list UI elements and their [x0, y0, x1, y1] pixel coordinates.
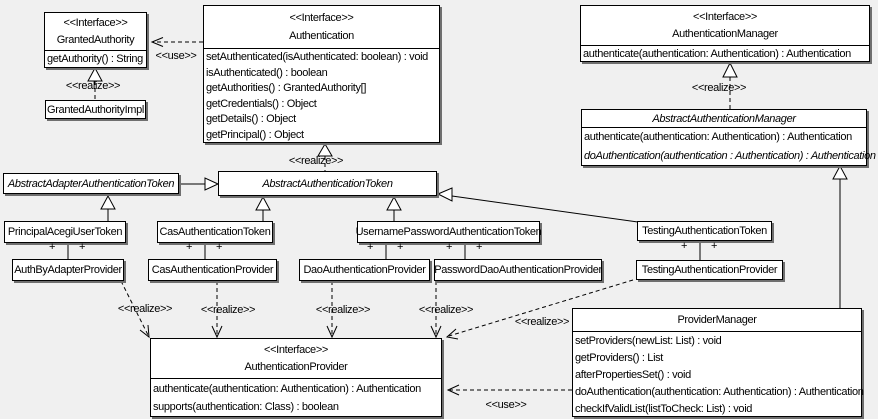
edge-inherit-usernamepasswordtoken: [386, 195, 402, 221]
multiplicity-plus: +: [215, 241, 223, 253]
class-box-authentication: <<Interface>> Authentication setAuthenti…: [203, 5, 440, 143]
edge-label-realize: <<realize>>: [65, 80, 121, 92]
class-box-cas-authentication-provider: CasAuthenticationProvider: [148, 259, 277, 281]
method: authenticate(authentication: Authenticat…: [583, 48, 851, 60]
method: authenticate(authentication: Authenticat…: [584, 131, 852, 143]
class-name: AuthByAdapterProvider: [14, 264, 122, 276]
class-name: CasAuthenticationToken: [159, 226, 271, 238]
edge-realize-grantedauthorityimpl: [87, 66, 103, 100]
class-name: DaoAuthenticationProvider: [303, 264, 426, 276]
stereotype-label: <<Interface>>: [264, 343, 328, 356]
edge-label-realize: <<realize>>: [418, 304, 474, 316]
stereotype-label: <<Interface>>: [289, 12, 354, 24]
method: getDetails() : Object: [206, 113, 296, 126]
method: checkIfValidList(listToCheck: List) : vo…: [575, 403, 753, 415]
multiplicity-plus: +: [710, 240, 718, 252]
edge-label-realize: <<realize>>: [117, 303, 173, 315]
edge-realize-daoauthenticationprovider: [326, 281, 338, 339]
class-box-auth-by-adapter-provider: AuthByAdapterProvider: [12, 259, 124, 281]
method: doAuthentication(authentication: Authent…: [575, 386, 864, 398]
class-box-principal-acegi-user-token: PrincipalAcegiUserToken: [4, 221, 126, 243]
class-name: ProviderManager: [677, 314, 757, 326]
method-abstract: doAuthentication(authentication : Authen…: [584, 150, 876, 162]
class-box-username-password-authentication-token: UsernamePasswordAuthenticationToken: [355, 221, 542, 243]
edge-label-realize: <<realize>>: [315, 304, 371, 316]
class-box-dao-authentication-provider: DaoAuthenticationProvider: [299, 259, 430, 281]
class-name: AbstractAuthenticationManager: [652, 112, 796, 125]
edge-realize-passworddaoprovider: [430, 281, 442, 339]
class-name: GrantedAuthorityImpl: [47, 103, 144, 116]
multiplicity-plus: +: [366, 241, 374, 253]
class-name: GrantedAuthority: [56, 33, 135, 46]
method: setProviders(newList: List) : void: [575, 335, 722, 347]
class-name: UsernamePasswordAuthenticationToken: [355, 226, 542, 238]
method: getPrincipal() : Object: [206, 128, 304, 141]
edge-inherit-providermanager: [832, 164, 848, 308]
edge-inherit-testingauthenticationtoken: [436, 187, 639, 223]
edge-label-use: <<use>>: [485, 399, 527, 411]
multiplicity-plus: +: [680, 240, 688, 252]
class-box-abstract-adapter-authentication-token: AbstractAdapterAuthenticationToken: [3, 173, 179, 194]
class-name: PrincipalAcegiUserToken: [7, 226, 123, 238]
class-box-abstract-authentication-manager: AbstractAuthenticationManager authentica…: [581, 109, 876, 166]
class-box-authentication-provider: <<Interface>> AuthenticationProvider aut…: [150, 338, 442, 417]
class-name: AbstractAdapterAuthenticationToken: [7, 177, 175, 190]
method: getAuthorities() : GrantedAuthority[]: [206, 82, 367, 95]
edge-inherit-abstractadapter: [179, 177, 220, 191]
method: afterPropertiesSet() : void: [575, 369, 691, 381]
class-name: AuthenticationProvider: [244, 360, 348, 373]
class-box-testing-authentication-token: TestingAuthenticationToken: [637, 221, 772, 241]
class-name: TestingAuthenticationToken: [642, 225, 767, 237]
method: supports(authentication: Class) : boolea…: [153, 401, 339, 413]
stereotype-label: <<Interface>>: [693, 10, 757, 23]
multiplicity-plus: +: [475, 241, 483, 253]
method: getProviders() : List: [575, 352, 664, 364]
multiplicity-plus: +: [185, 241, 193, 253]
multiplicity-plus: +: [445, 241, 453, 253]
class-name: AbstractAuthenticationToken: [262, 177, 393, 190]
class-name: CasAuthenticationProvider: [151, 264, 274, 276]
edge-label-realize: <<realize>>: [288, 155, 344, 167]
class-box-cas-authentication-token: CasAuthenticationToken: [157, 221, 273, 243]
edge-label-realize: <<realize>>: [200, 304, 256, 316]
edge-realize-abstractauthenticationmanager: [722, 61, 738, 109]
method: getAuthority() : String: [47, 53, 143, 65]
edge-inherit-principalacegiusertoken: [100, 194, 116, 221]
class-box-granted-authority-impl: GrantedAuthorityImpl: [45, 100, 146, 119]
class-box-testing-authentication-provider: TestingAuthenticationProvider: [636, 260, 783, 280]
class-box-granted-authority: <<Interface>> GrantedAuthority getAuthor…: [44, 12, 147, 68]
class-name: TestingAuthenticationProvider: [641, 264, 778, 276]
class-name: PasswordDaoAuthenticationProvider: [434, 264, 602, 276]
edge-label-realize: <<realize>>: [691, 82, 747, 94]
edge-inherit-casauthenticationtoken: [255, 195, 271, 221]
edge-label-realize: <<realize>>: [514, 316, 570, 328]
method: getCredentials() : Object: [206, 97, 317, 110]
class-box-password-dao-authentication-provider: PasswordDaoAuthenticationProvider: [434, 259, 602, 281]
edge-realize-authbyadapterprovider: [120, 280, 150, 339]
edge-realize-abstractauthenticationtoken: [317, 143, 333, 171]
class-name: AuthenticationManager: [672, 27, 778, 40]
edge-realize-testingauthenticationprovider: [445, 279, 634, 340]
stereotype-label: <<Interface>>: [63, 16, 128, 29]
edge-use-authentication-to-grantedauthority: [150, 37, 203, 47]
multiplicity-plus: +: [78, 241, 86, 253]
class-box-provider-manager: ProviderManager setProviders(newList: Li…: [572, 308, 864, 417]
multiplicity-plus: +: [48, 241, 56, 253]
edge-realize-casauthenticationprovider: [211, 281, 223, 339]
method: authenticate(authentication: Authenticat…: [153, 383, 421, 395]
edge-use-providermanager-to-authenticationprovider: [446, 384, 572, 396]
class-box-abstract-authentication-token: AbstractAuthenticationToken: [218, 171, 437, 196]
class-name: Authentication: [289, 30, 354, 42]
edge-label-use: <<use>>: [155, 50, 197, 62]
multiplicity-plus: +: [396, 241, 404, 253]
method: setAuthenticated(isAuthenticated: boolea…: [206, 51, 428, 63]
method: isAuthenticated() : boolean: [206, 66, 328, 79]
class-box-authentication-manager: <<Interface>> AuthenticationManager auth…: [580, 5, 870, 62]
